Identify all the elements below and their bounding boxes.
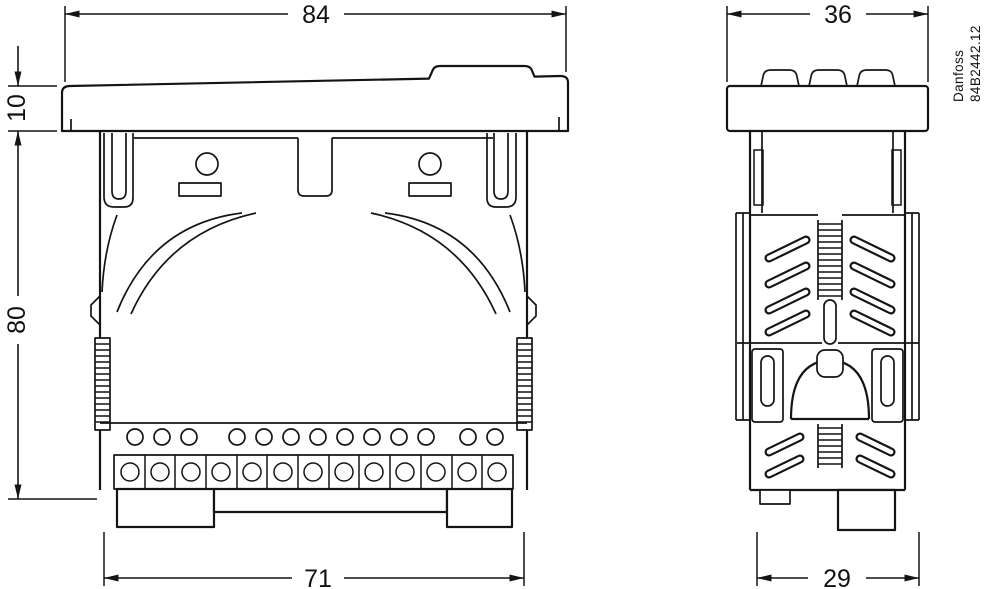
brand-label: Danfoss xyxy=(951,50,966,102)
part-number-label: 84B2442.12 xyxy=(968,25,983,102)
front-right-foot xyxy=(445,487,514,529)
dim-side-width: 36 xyxy=(727,1,928,29)
front-terminal-dividers xyxy=(144,455,483,489)
front-right-spring-arm xyxy=(370,212,526,315)
front-left-ratchet-teeth xyxy=(95,343,110,423)
side-right-bracket xyxy=(871,348,904,423)
side-left-bracket-slot xyxy=(760,355,775,407)
front-left-spring-arm xyxy=(101,212,257,315)
dim-side-width-label: 36 xyxy=(824,1,852,29)
side-right-spring-rail xyxy=(905,212,920,421)
side-upper-right-vents xyxy=(849,235,896,337)
front-right-ratchet-teeth xyxy=(517,343,532,423)
front-center-slot xyxy=(297,138,333,197)
side-stud-tip xyxy=(823,299,837,345)
side-upper-left-vents xyxy=(764,235,811,337)
front-bezel-corner-ticks xyxy=(62,117,568,132)
front-right-ratchet-strip xyxy=(516,337,533,431)
front-view xyxy=(60,64,570,529)
dim-front-width: 84 xyxy=(65,1,566,29)
side-left-clip-rib xyxy=(753,149,764,206)
side-left-spring-rail xyxy=(735,212,750,421)
side-stud-threads xyxy=(818,223,842,297)
dim-side-bottom-width: 29 xyxy=(757,565,919,589)
front-left-latch-hook xyxy=(90,295,101,326)
side-lower-left-vents xyxy=(764,432,805,479)
front-right-window xyxy=(408,182,452,197)
front-body-walls xyxy=(98,131,529,490)
front-bezel-outline xyxy=(60,64,570,133)
side-buttons xyxy=(760,69,896,87)
front-right-latch-hook xyxy=(526,295,537,326)
front-right-clip xyxy=(486,133,517,208)
title-block: Danfoss 84B2442.12 xyxy=(951,25,983,102)
side-inner-walls xyxy=(750,131,905,216)
dim-front-bottom-width-label: 71 xyxy=(304,565,332,589)
dim-side-bottom-width-label: 29 xyxy=(823,565,851,589)
front-left-foot xyxy=(115,487,216,529)
side-bezel-outline xyxy=(725,84,930,133)
dim-body-height: 80 xyxy=(3,131,31,499)
dim-body-height-label: 80 xyxy=(3,306,31,334)
side-dome-cap xyxy=(816,349,844,378)
dim-bezel-height: 10 xyxy=(3,46,31,122)
front-terminal-screws xyxy=(126,428,504,446)
front-right-screw-hole xyxy=(418,152,442,176)
dim-bezel-height-label: 10 xyxy=(3,94,31,122)
side-left-bracket xyxy=(751,348,784,423)
side-view xyxy=(725,69,930,532)
extension-lines xyxy=(8,6,929,586)
dim-front-width-label: 84 xyxy=(302,1,330,29)
side-lower-right-vents xyxy=(855,432,896,479)
dim-front-bottom-width: 71 xyxy=(104,565,524,589)
front-terminal-block xyxy=(113,454,514,490)
front-left-screw-hole xyxy=(195,152,219,176)
front-left-ratchet-strip xyxy=(94,337,111,431)
side-right-bracket-slot xyxy=(880,355,895,407)
side-right-clip-rib xyxy=(891,149,902,206)
side-tab xyxy=(759,489,791,505)
front-terminal-wire-holes xyxy=(120,462,507,482)
front-left-clip xyxy=(103,133,134,208)
front-left-window xyxy=(178,182,222,197)
front-center-foot xyxy=(212,487,449,514)
side-lower-stud-threads xyxy=(818,427,842,465)
side-foot xyxy=(836,488,897,532)
